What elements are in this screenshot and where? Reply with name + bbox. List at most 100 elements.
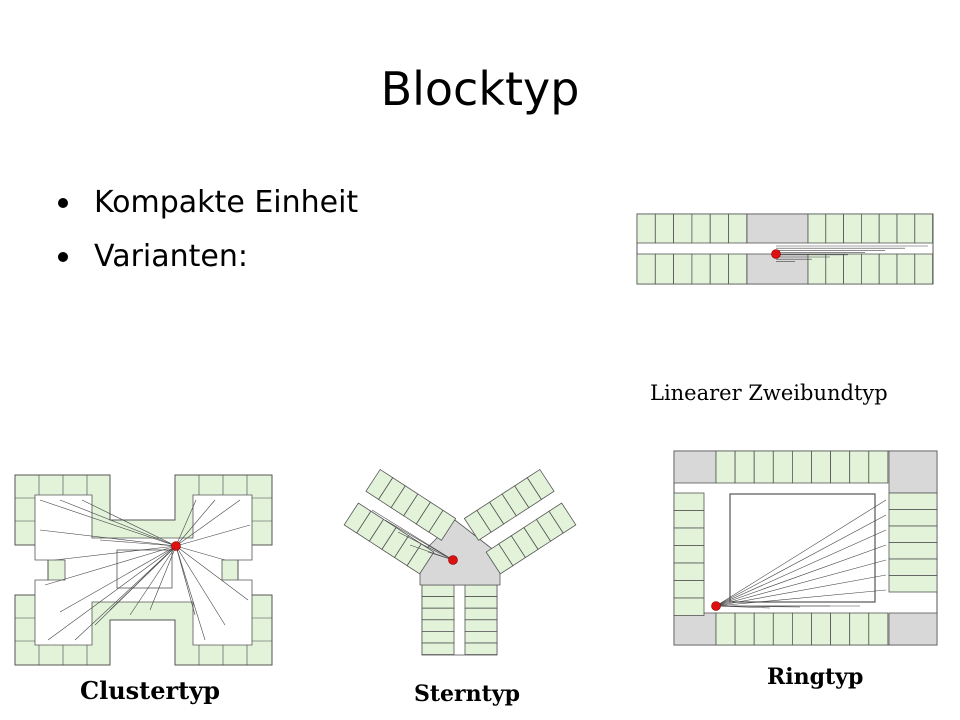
room-cell <box>896 213 916 244</box>
room-cell <box>811 612 832 646</box>
room-cell <box>888 575 938 593</box>
room-cell <box>888 558 938 576</box>
path-line <box>47 545 177 641</box>
left-wing <box>343 468 457 575</box>
bullet-dot <box>58 252 68 262</box>
room-cell <box>807 213 827 244</box>
ring-courtyard <box>729 493 876 603</box>
path-line <box>44 545 177 586</box>
room-cell <box>464 631 498 644</box>
room-cell <box>878 213 898 244</box>
room-cell <box>709 213 729 244</box>
path-line <box>39 499 177 547</box>
path-line <box>715 514 887 607</box>
room-cell <box>636 213 656 244</box>
room-cell <box>421 642 455 656</box>
origin-node <box>711 601 721 611</box>
path-line <box>175 545 206 641</box>
room-cell <box>861 213 880 244</box>
path-line <box>715 559 887 607</box>
room-cell <box>673 253 693 285</box>
room-cell <box>673 213 693 244</box>
room-cell <box>464 607 498 621</box>
room-cell <box>464 642 498 656</box>
room-cell <box>548 502 577 534</box>
room-cell <box>428 509 457 541</box>
room-cell <box>868 612 889 646</box>
room-cell <box>673 580 705 599</box>
path-line <box>175 499 197 547</box>
room-cell <box>888 525 938 543</box>
room-cell <box>843 253 862 285</box>
room-cell <box>734 612 755 646</box>
room-cell <box>654 253 674 285</box>
room-cell <box>807 253 827 285</box>
path-line <box>715 529 887 607</box>
room-cell <box>914 213 933 244</box>
linear-zweibund-plan <box>636 213 934 285</box>
path-line <box>371 509 454 561</box>
path-line <box>129 545 177 616</box>
path-line <box>715 544 887 607</box>
room-cell <box>673 527 705 546</box>
room-cell <box>896 253 916 285</box>
room-cell <box>861 253 880 285</box>
room-cell <box>792 450 812 484</box>
cluster-plan <box>14 474 273 666</box>
corner-core <box>888 612 938 646</box>
slide-title: Blocktyp <box>380 62 580 116</box>
path-line <box>175 545 226 561</box>
room-cell <box>421 619 455 632</box>
bullet-item: Kompakte Einheit <box>58 176 358 230</box>
room-cell <box>772 612 793 646</box>
room-cell <box>849 612 870 646</box>
room-cell <box>715 612 736 646</box>
ring-caption: Ringtyp <box>767 664 864 690</box>
room-cell <box>715 450 736 484</box>
room-cell <box>709 253 729 285</box>
path-line <box>397 531 454 561</box>
room-cell <box>888 509 938 527</box>
origin-node <box>448 555 458 565</box>
path-line <box>715 574 887 607</box>
path-line <box>715 499 887 607</box>
room-cell <box>825 253 844 285</box>
room-cell <box>406 543 435 575</box>
origin-node <box>771 249 781 259</box>
path-line <box>175 524 251 547</box>
room-cell <box>825 213 844 244</box>
room-cell <box>421 631 455 644</box>
room-cell <box>673 510 705 529</box>
corner-core <box>673 450 717 484</box>
room-cell <box>464 584 498 598</box>
linear-caption: Linearer Zweibundtyp <box>650 381 888 405</box>
room-cell <box>691 213 711 244</box>
path-line <box>175 499 216 547</box>
corner-core <box>673 612 717 646</box>
path-line <box>715 589 887 607</box>
room-cell <box>673 597 705 616</box>
path-line <box>384 519 454 561</box>
room-cell <box>888 492 938 510</box>
corner-core <box>888 450 938 494</box>
room-cell <box>728 213 748 244</box>
room-cell <box>464 619 498 632</box>
room-cell <box>421 607 455 621</box>
path-line <box>175 545 249 601</box>
stern-plan <box>343 468 577 656</box>
origin-node <box>171 541 181 551</box>
room-cell <box>868 450 889 484</box>
path-line <box>59 499 177 547</box>
room-cell <box>691 253 711 285</box>
room-cell <box>728 253 748 285</box>
room-cell <box>830 450 851 484</box>
path-line <box>81 499 177 547</box>
room-cell <box>421 584 455 598</box>
path-line <box>59 545 177 613</box>
bullet-item: Varianten: <box>58 230 358 284</box>
path-line <box>54 545 177 561</box>
core-area <box>746 213 809 244</box>
room-cell <box>673 492 705 511</box>
bullet-dot <box>58 198 68 208</box>
